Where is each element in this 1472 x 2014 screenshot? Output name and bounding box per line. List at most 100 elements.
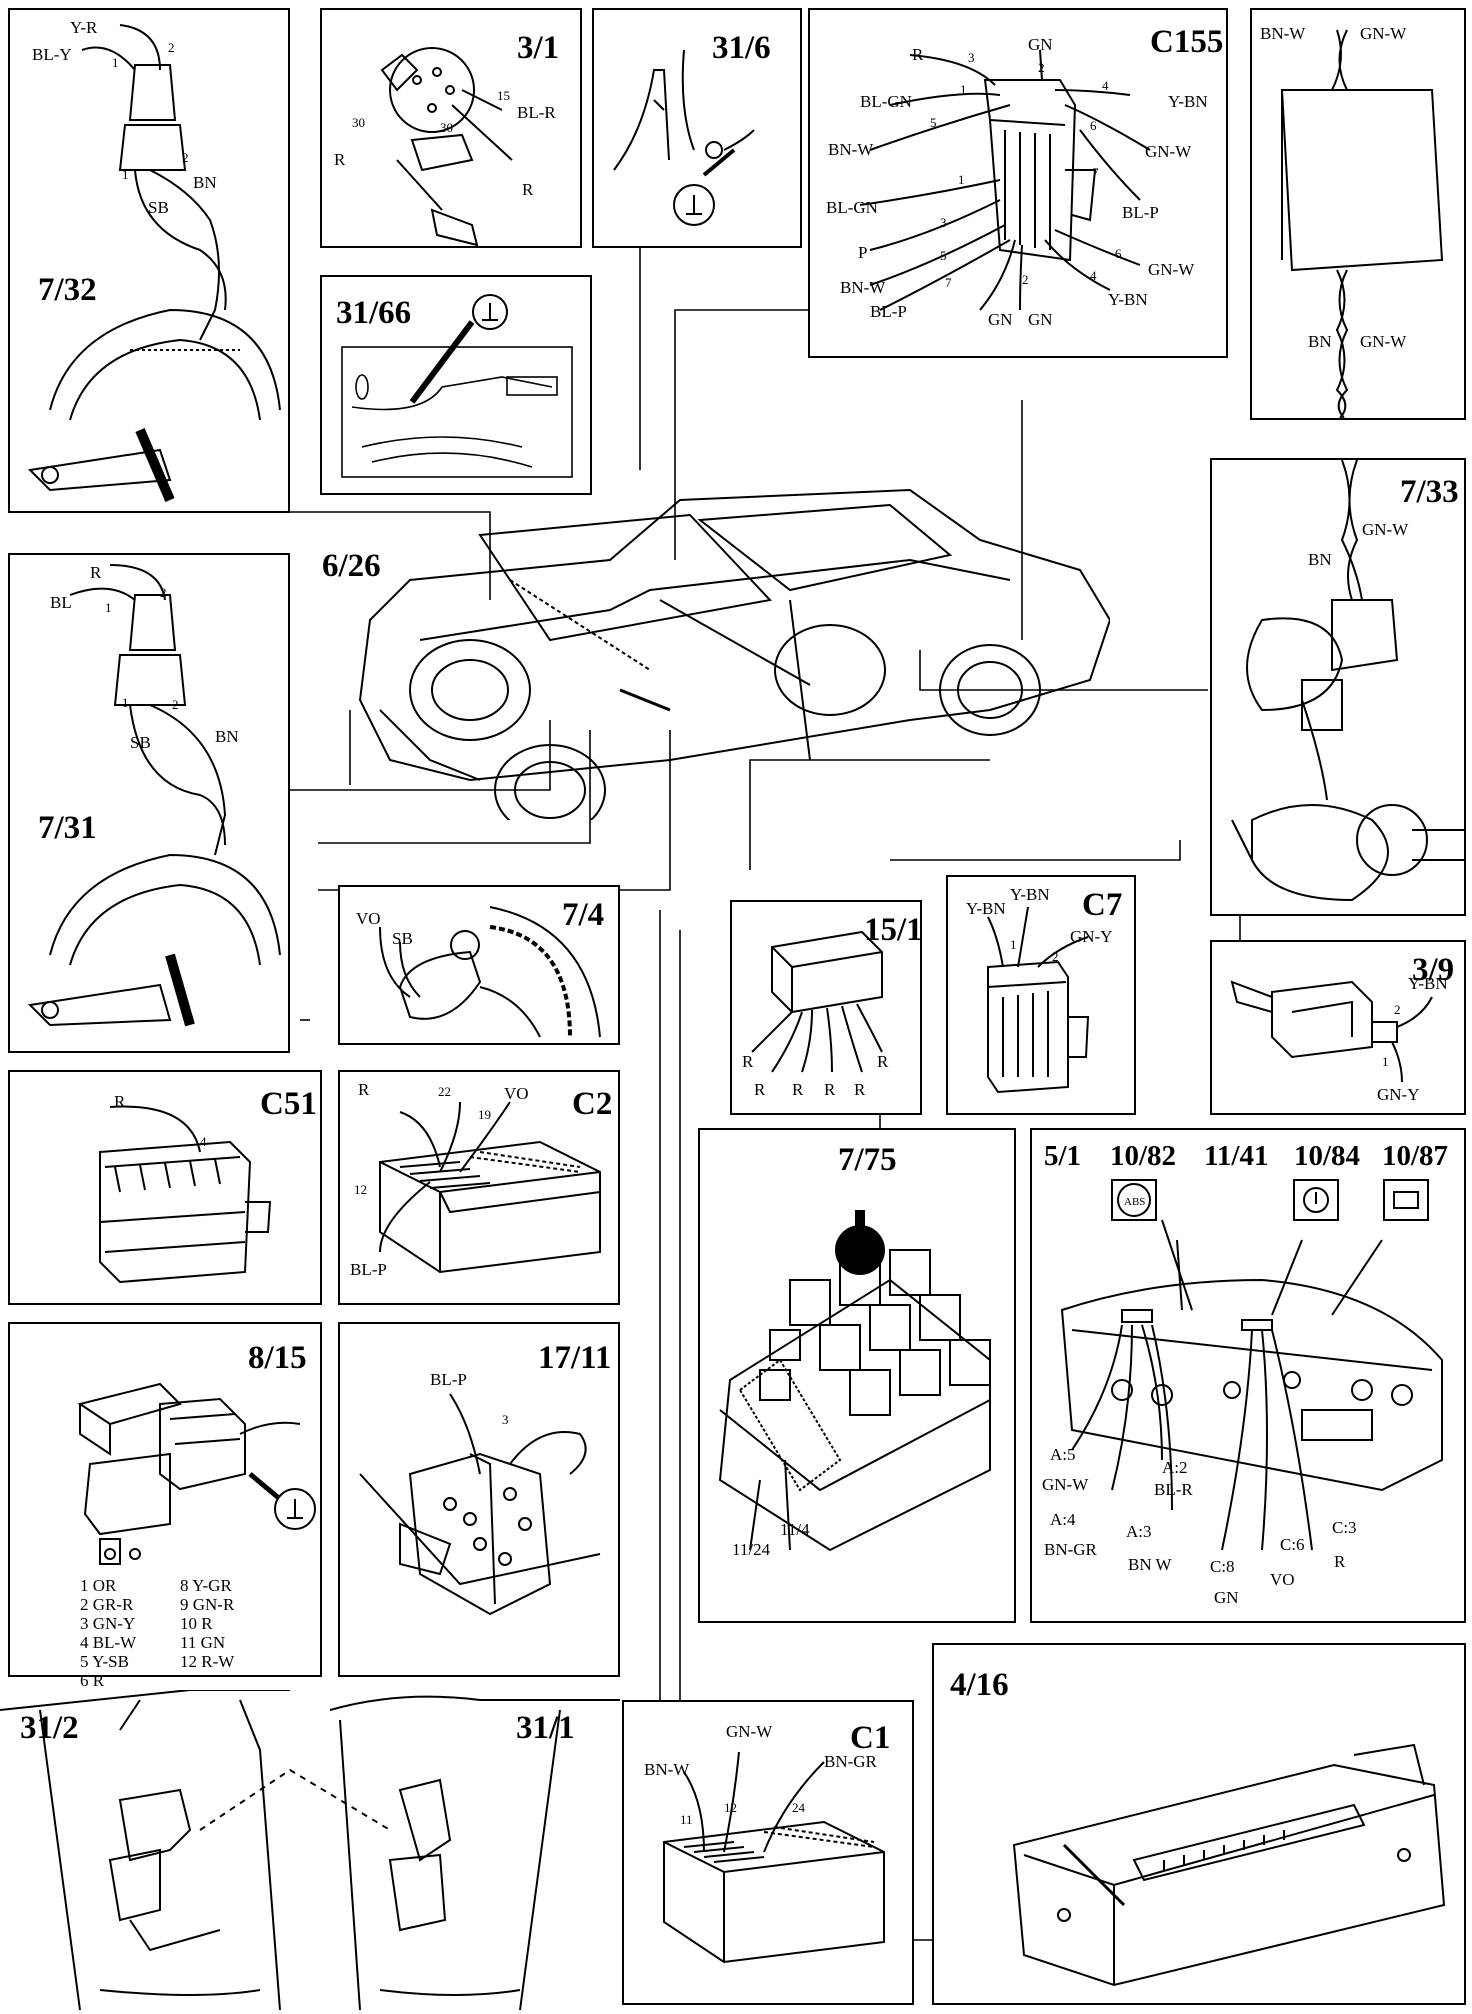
pin-number: 11 <box>680 1812 693 1827</box>
brake-warning-lamp-icon <box>1293 1179 1339 1221</box>
wire-label: GN-W <box>1148 260 1195 279</box>
wire-label: Y-BN <box>1168 92 1208 111</box>
wire-label: BL-P <box>870 302 907 321</box>
pin-number: A:2 <box>1162 1458 1188 1477</box>
panel-15-1: R R R R R R 15/1 <box>730 900 923 1115</box>
charge-warning-lamp-icon <box>1383 1179 1429 1221</box>
wire-label: R <box>792 1080 804 1099</box>
pin-number: 19 <box>478 1107 491 1122</box>
wire-label: BN <box>1308 550 1332 569</box>
pin-number: 4 <box>1102 78 1109 93</box>
panel-c1: GN-W BN-W BN-GR 11 12 24 C1 <box>622 1700 914 2005</box>
panel-title: C7 <box>1082 887 1123 923</box>
wheel-speed-sensor-front-right-drawing <box>27 564 281 1027</box>
panel-title: 7/75 <box>838 1142 897 1178</box>
wire-label: GN <box>1028 310 1053 329</box>
wire-label: R <box>334 150 346 169</box>
pin-number: 1 <box>958 172 965 187</box>
panel-title: 17/11 <box>538 1340 612 1376</box>
pin-number: 12 <box>724 1800 737 1815</box>
wire-label: BN <box>215 727 239 746</box>
legend-entry: 11 GN <box>180 1633 226 1652</box>
pin-number: A:5 <box>1050 1445 1076 1464</box>
panel-title: C2 <box>572 1086 613 1122</box>
abs-control-unit-drawing <box>1012 1743 1446 1987</box>
panel-title: 10/82 <box>1110 1140 1177 1172</box>
pin-number: 4 <box>200 1134 207 1149</box>
panel-c51: R 4 C51 <box>8 1070 322 1305</box>
pin-number: 2 <box>160 585 167 600</box>
abs-control-module-drawing <box>1280 29 1444 418</box>
wire-label: VO <box>504 1084 529 1103</box>
wire-label: BN <box>193 173 217 192</box>
pin-number: 1 <box>105 600 112 615</box>
svg-text:ABS: ABS <box>1124 1196 1145 1208</box>
connector-c51-drawing <box>99 1105 272 1284</box>
pin-number: 7 <box>1092 165 1099 180</box>
pin-number: 1 <box>122 695 129 710</box>
pin-number: 6 <box>1115 246 1122 261</box>
pin-number: 2 <box>182 150 189 165</box>
wire-label: BN-W <box>644 1760 690 1779</box>
pin-number: C:8 <box>1210 1557 1235 1576</box>
ground-point-drawing <box>341 294 573 478</box>
wire-label: BL <box>50 593 72 612</box>
wire-label: GN <box>1214 1588 1239 1607</box>
wire-label: R <box>742 1052 754 1071</box>
wire-label: GN-W <box>1360 24 1407 43</box>
legend-entry: 8 Y-GR <box>180 1576 232 1595</box>
pin-number: 22 <box>438 1084 451 1099</box>
connector-c1-drawing <box>663 1751 885 1964</box>
wire-label: SB <box>148 198 169 217</box>
instrument-cluster-drawing: ABS <box>1060 1179 1443 1551</box>
wire-label: GN-W <box>726 1722 773 1741</box>
panel-31-6: 31/6 <box>592 8 802 248</box>
panel-7-31: R BL SB BN 2 1 1 2 7/31 <box>8 553 290 1053</box>
panel-title: 7/32 <box>38 272 97 308</box>
panel-title: 7/33 <box>1400 474 1459 510</box>
pin-number: 3 <box>968 50 975 65</box>
panel-c2: R 22 VO 19 12 BL-P C2 <box>338 1070 620 1305</box>
relay-drawing <box>751 930 883 1073</box>
pin-number: 30 <box>440 120 453 135</box>
wire-label: SB <box>130 733 151 752</box>
panel-7-75: 11/24 11/4 7/75 <box>698 1128 1016 1623</box>
wire-label: R <box>522 180 534 199</box>
wire-label: BL-Y <box>32 45 72 64</box>
pin-number: 5 <box>930 115 937 130</box>
pin-number: 2 <box>168 40 175 55</box>
pin-number: 7 <box>945 275 952 290</box>
legend-entry: 12 R-W <box>180 1652 235 1671</box>
wire-label: GN-W <box>1360 332 1407 351</box>
pin-number: 1 <box>112 55 119 70</box>
wire-label: P <box>858 243 868 262</box>
pin-number: 3 <box>502 1412 509 1427</box>
pin-number: C:6 <box>1280 1535 1305 1554</box>
wire-label: GN-W <box>1042 1475 1089 1494</box>
pin-number: 15 <box>497 88 510 103</box>
legend-entry: 1 OR <box>80 1576 117 1595</box>
rear-wheel-well-drawing <box>0 1690 620 2010</box>
ignition-switch-drawing <box>380 47 513 246</box>
panel-c7: Y-BN Y-BN GN-Y 1 2 C7 <box>946 875 1136 1115</box>
pin-number: 4 <box>1090 268 1097 283</box>
panel-instrument-cluster: ABS 5/1 10/82 11/41 10/84 10/87 A:5 GN-W… <box>1030 1128 1466 1623</box>
wire-label: Y-BN <box>1408 974 1448 993</box>
wire-label: R <box>912 45 924 64</box>
wire-label: R <box>754 1080 766 1099</box>
wire-label: BN W <box>1128 1555 1172 1574</box>
wire-label: BL-P <box>1122 203 1159 222</box>
wire-label: BL-R <box>517 103 556 122</box>
pin-number: 3 <box>940 215 947 230</box>
wire-label: R <box>114 1092 126 1111</box>
wire-label: GN-W <box>1362 520 1409 539</box>
pin-number: C:3 <box>1332 1518 1357 1537</box>
panel-title: C155 <box>1150 24 1224 60</box>
pin-number: 1 <box>960 82 967 97</box>
wire-label: GN-Y <box>1377 1085 1420 1104</box>
pin-number: 2 <box>1394 1002 1401 1017</box>
panel-title: 15/1 <box>864 912 923 948</box>
pin-number: 11/4 <box>780 1520 810 1539</box>
relay-fuse-box-drawing <box>718 1210 991 1552</box>
panel-title: 7/4 <box>562 897 605 933</box>
